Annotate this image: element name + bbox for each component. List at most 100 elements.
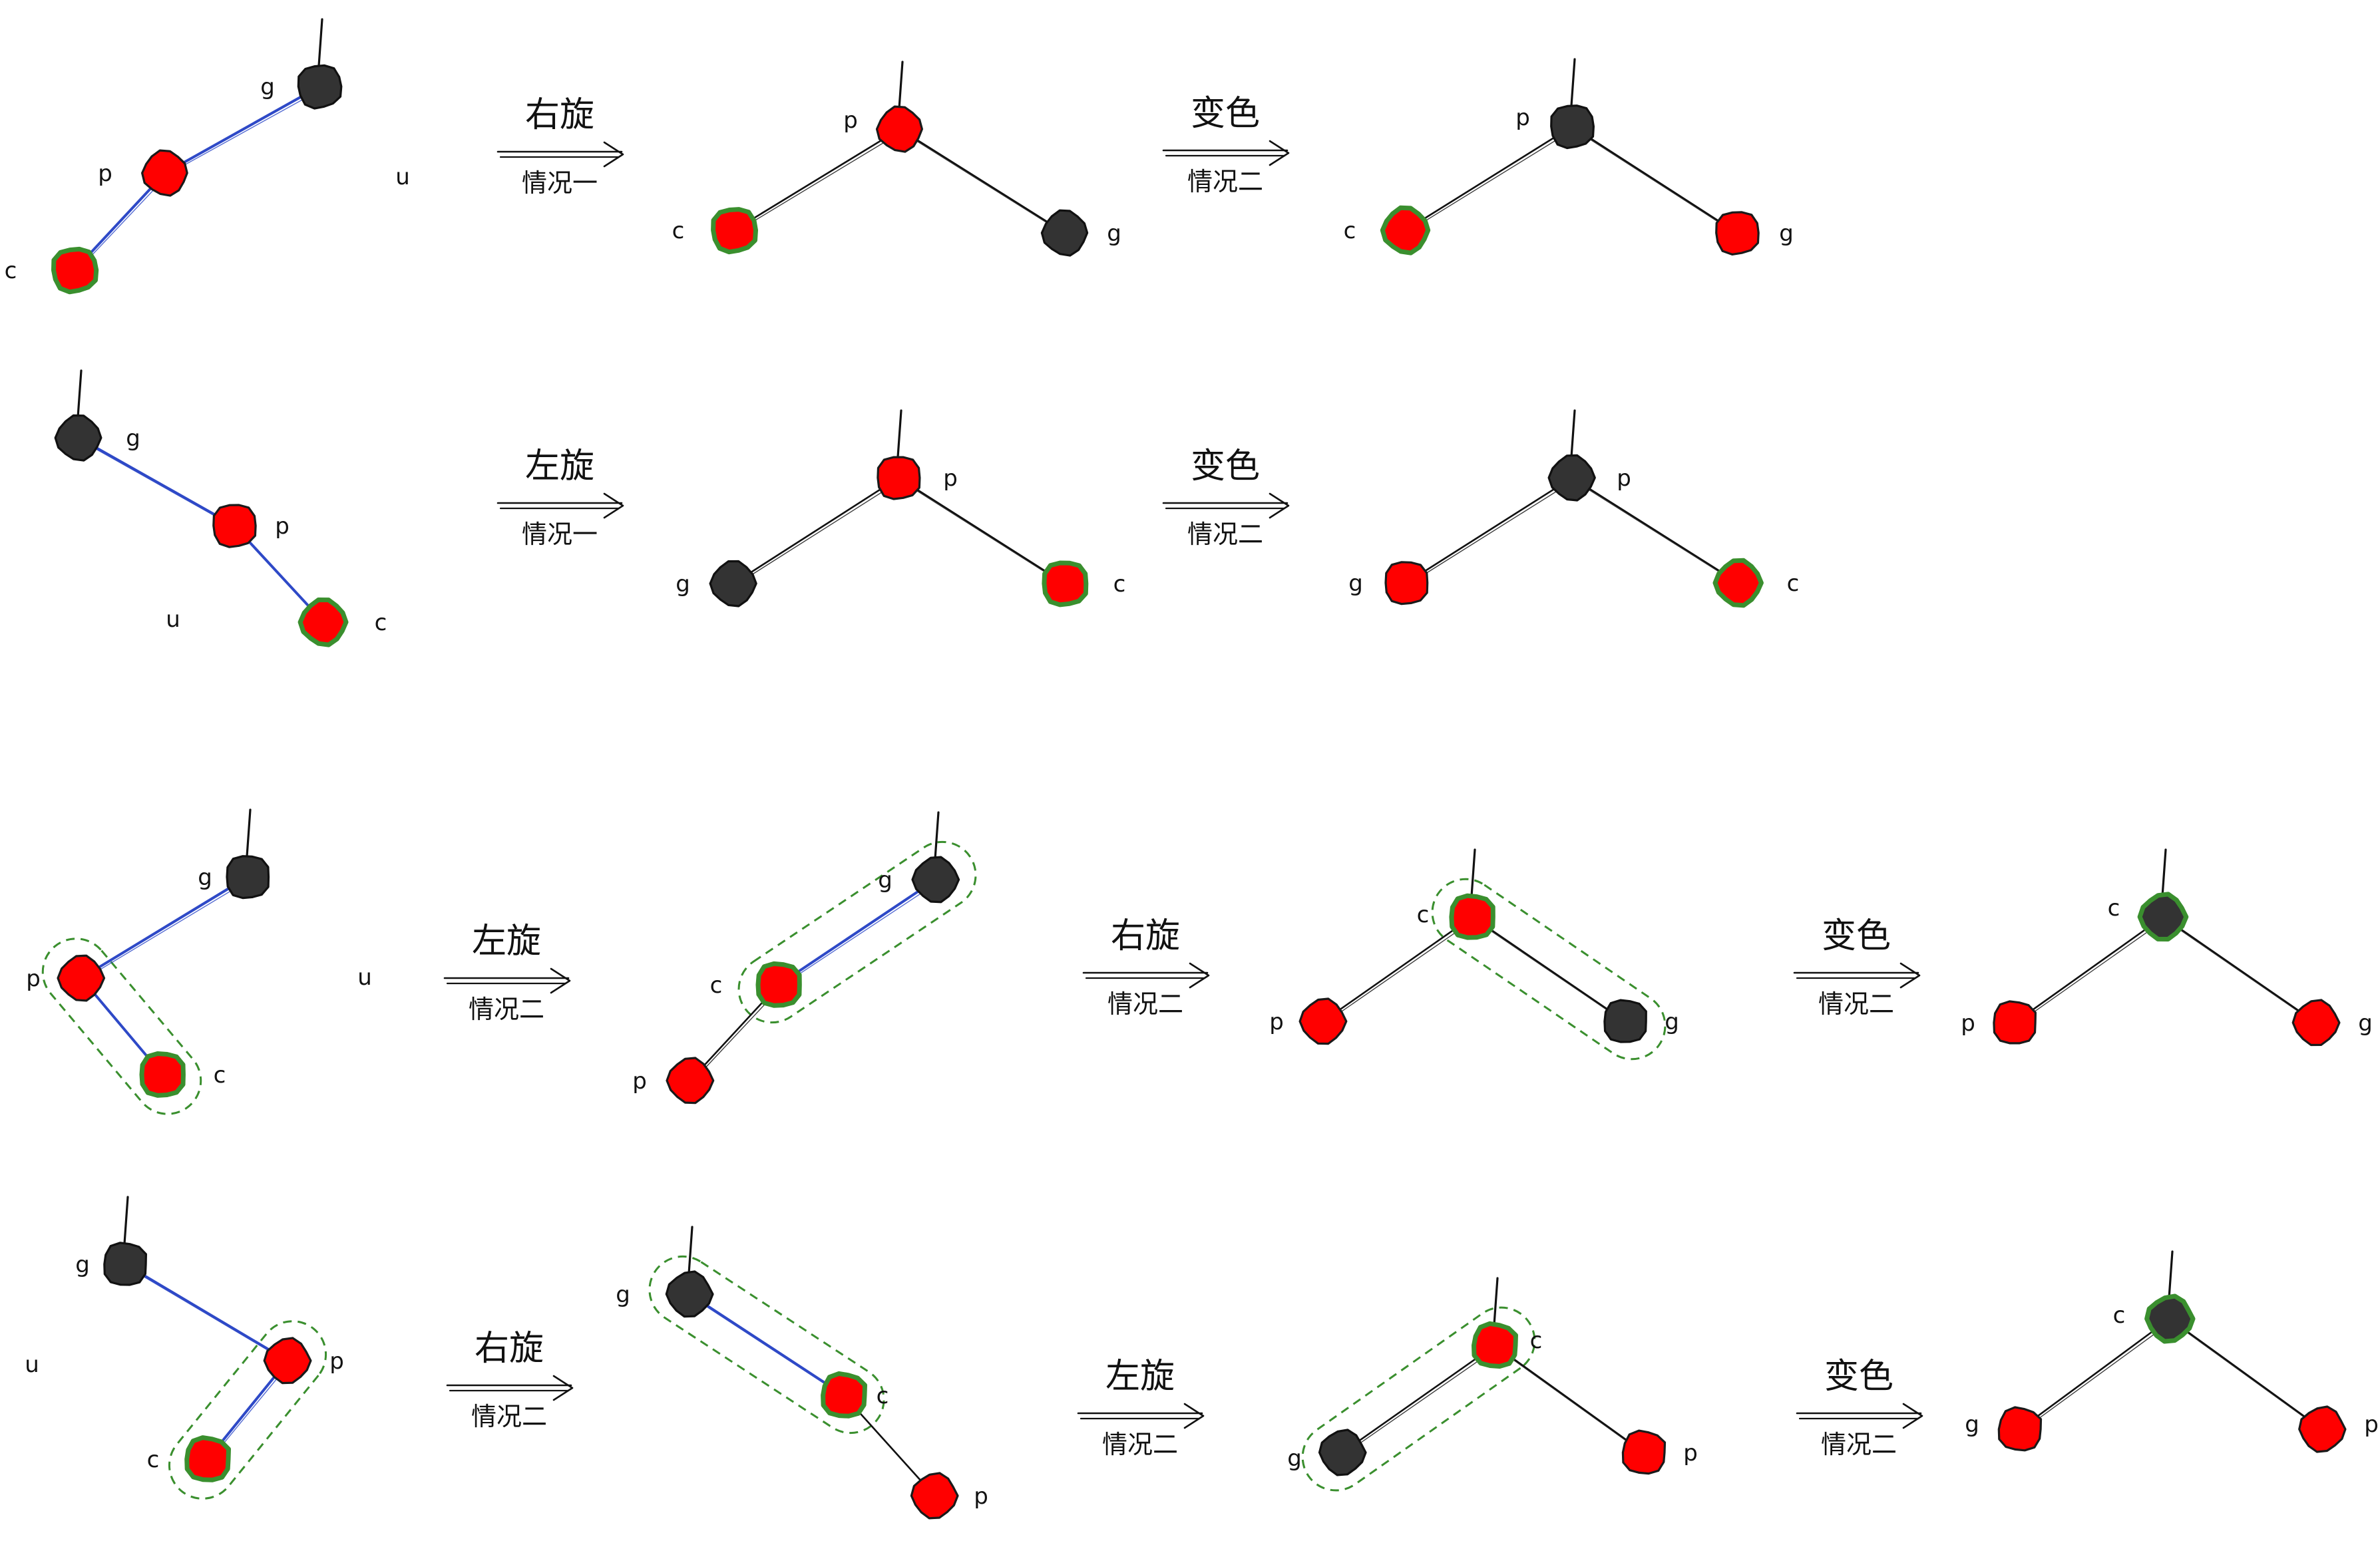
tree-edge <box>1571 125 1738 234</box>
edge-sketch-stroke <box>901 131 1067 236</box>
edge-sketch-stroke <box>82 879 250 981</box>
root-stem <box>317 18 323 67</box>
root-stem <box>1493 1277 1499 1326</box>
black-node <box>297 64 343 110</box>
arrow-head <box>603 141 624 168</box>
operation-label: 左旋 <box>472 922 541 961</box>
edge-sketch-stroke <box>1573 480 1740 586</box>
case-label: 情况二 <box>469 995 544 1024</box>
node-label-g: g <box>75 1252 90 1278</box>
case-label: 情况二 <box>471 1402 547 1431</box>
rotated-edge <box>124 1263 289 1362</box>
edge-sketch-stroke <box>2021 1321 2172 1432</box>
edge-sketch-stroke <box>1406 128 1575 233</box>
edge-sketch-stroke <box>779 882 938 987</box>
new-black-node <box>2137 892 2189 942</box>
case-label: 情况一 <box>522 168 598 198</box>
node-label-g: g <box>126 425 140 452</box>
tree-edge <box>897 476 1066 585</box>
arrow-head <box>1269 492 1290 519</box>
arrow-head <box>1902 1403 1923 1429</box>
root-stem <box>688 1226 694 1275</box>
node-label-c: c <box>1787 570 1800 597</box>
node-label-c: c <box>2108 895 2120 922</box>
case-label: 情况一 <box>522 520 598 549</box>
node-label-g: g <box>2358 1010 2373 1037</box>
black-node <box>226 855 270 900</box>
edge-sketch-stroke <box>2171 1321 2324 1432</box>
tree-edge <box>2168 1317 2323 1431</box>
tree-edge <box>733 128 901 232</box>
operation-label: 变色 <box>1822 916 1891 956</box>
node-label-g: g <box>1287 1445 1302 1472</box>
tree-edge <box>898 128 1066 234</box>
highlight-group <box>1301 1306 1536 1492</box>
tree-edge <box>2019 1317 2171 1431</box>
node-label-p: p <box>974 1483 988 1510</box>
root-stem <box>898 61 904 110</box>
red-node <box>1993 1000 2037 1045</box>
highlight-group <box>737 840 977 1024</box>
node-label-p: p <box>275 513 290 540</box>
root-stem <box>934 811 940 860</box>
tree-edge <box>1341 1344 1496 1454</box>
node-label-g: g <box>1965 1411 1979 1438</box>
new-red-node <box>755 961 802 1008</box>
node-label-u: u <box>25 1351 39 1378</box>
tree-edge <box>1471 916 1627 1023</box>
red-node <box>1715 211 1760 256</box>
operation-label: 右旋 <box>525 95 594 135</box>
node-label-c: c <box>214 1062 226 1089</box>
root-stem <box>246 808 252 858</box>
new-black-node <box>2144 1293 2196 1344</box>
node-label-g: g <box>198 864 212 891</box>
operation-label: 右旋 <box>475 1329 544 1369</box>
node-label-u: u <box>166 606 180 633</box>
node-label-g: g <box>1348 570 1363 597</box>
root-stem <box>1470 848 1476 898</box>
case-label: 情况二 <box>1821 1430 1897 1459</box>
new-red-node <box>1042 560 1089 607</box>
node-label-p: p <box>1683 1440 1698 1466</box>
new-red-node <box>1712 558 1764 608</box>
root-stem <box>2168 1250 2174 1299</box>
tree-edge <box>2013 916 2164 1024</box>
red-node <box>263 1337 312 1385</box>
tree-edge <box>1493 1344 1645 1454</box>
rotated-edge <box>80 876 249 979</box>
node-label-p: p <box>329 1348 344 1375</box>
edge-sketch-stroke <box>1407 480 1575 586</box>
tree-edge <box>1405 476 1573 584</box>
rotated-edge <box>777 878 937 986</box>
root-stem <box>1570 409 1576 458</box>
node-label-p: p <box>1961 1010 1975 1037</box>
root-stem <box>1570 58 1576 107</box>
arrow-head <box>603 492 624 519</box>
edge-layer <box>73 18 2324 1498</box>
red-node <box>1384 561 1429 605</box>
node-label-c: c <box>375 609 387 636</box>
red-node <box>2298 1405 2347 1453</box>
arrow-head <box>1899 962 1921 989</box>
node-label-c: c <box>1113 571 1126 598</box>
node-label-p: p <box>943 465 958 492</box>
rotated-edge <box>77 436 236 527</box>
edge-sketch-stroke <box>2015 919 2166 1025</box>
red-node <box>875 105 923 153</box>
arrow-head <box>552 1375 574 1401</box>
edge-sketch-stroke <box>166 88 322 176</box>
edge-sketch-stroke <box>1573 128 1739 236</box>
node-label-u: u <box>357 964 372 991</box>
node-label-c: c <box>1530 1327 1543 1354</box>
node-layer <box>51 64 2347 1520</box>
node-label-g: g <box>616 1282 630 1308</box>
red-node <box>910 1472 959 1520</box>
red-node <box>1298 997 1348 1045</box>
red-node <box>1621 1429 1667 1475</box>
root-stem <box>77 369 83 419</box>
root-stem <box>123 1196 129 1245</box>
highlight-group <box>168 1320 327 1500</box>
node-label-c: c <box>147 1447 160 1473</box>
